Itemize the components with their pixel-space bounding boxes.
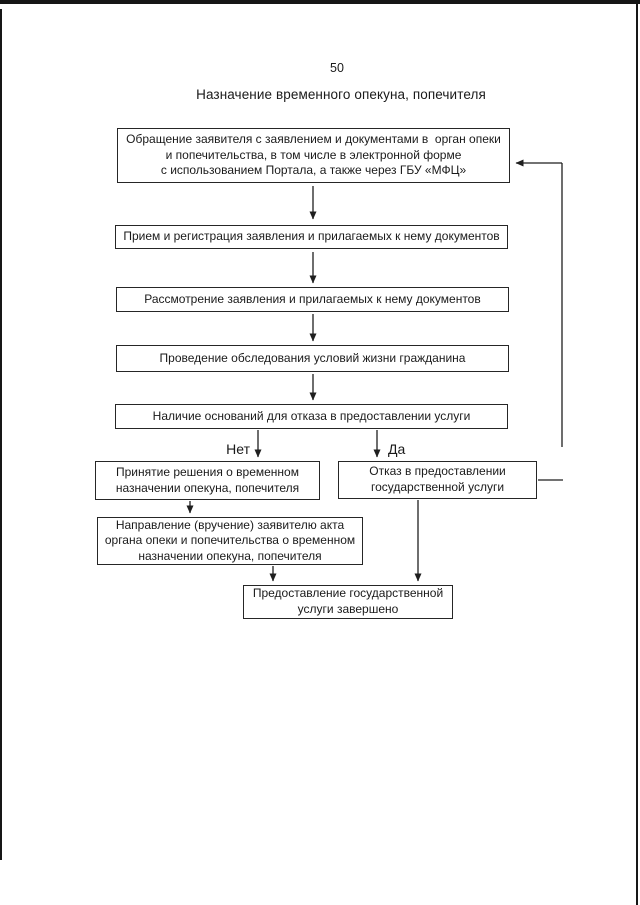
box-text-line: назначении опекуна, попечителя	[115, 480, 300, 495]
box-text-line: Принятие решения о временном	[116, 464, 299, 479]
box-text-line: Отказ в предоставлении	[369, 464, 506, 479]
flow-box-temporary-appointment-decision: Принятие решения о временном назначении …	[95, 461, 320, 500]
box-text-line: Предоставление государственной	[252, 586, 444, 601]
page-scan-border-left	[0, 9, 2, 860]
page-scan-border-right	[636, 0, 638, 905]
box-text-line: Наличие оснований для отказа в предостав…	[152, 408, 471, 423]
box-text-line: с использованием Портала, а также через …	[160, 163, 467, 178]
flow-box-review: Рассмотрение заявления и прилагаемых к н…	[116, 287, 509, 312]
box-text-line: Направление (вручение) заявителю акта	[115, 517, 345, 532]
box-text-line: Рассмотрение заявления и прилагаемых к н…	[144, 291, 481, 306]
flow-box-reception-registration: Прием и регистрация заявления и прилагае…	[115, 225, 508, 249]
flow-box-service-refusal: Отказ в предоставлении государственной у…	[338, 461, 537, 499]
flow-box-application: Обращение заявителя с заявлением и докум…	[117, 128, 510, 183]
flow-box-living-conditions-inspection: Проведение обследования условий жизни гр…	[116, 345, 509, 372]
flow-box-act-delivery: Направление (вручение) заявителю акта ор…	[97, 517, 363, 565]
box-text-line: органа опеки и попечительства о временно…	[104, 533, 356, 548]
page-title: Назначение временного опекуна, попечител…	[196, 87, 486, 102]
box-text-line: назначении опекуна, попечителя	[138, 548, 322, 563]
box-text-line: государственной услуги	[370, 480, 505, 494]
box-text-line: Обращение заявителя с заявлением и докум…	[126, 132, 501, 147]
branch-label-no: Нет	[226, 441, 250, 457]
flow-box-service-completed: Предоставление государственной услуги за…	[243, 585, 453, 619]
page-scan-border-top	[0, 0, 640, 4]
box-text-line: Проведение обследования условий жизни гр…	[159, 350, 466, 365]
page-number: 50	[330, 61, 344, 75]
branch-label-yes: Да	[388, 441, 406, 457]
box-text-line: Прием и регистрация заявления и прилагае…	[123, 229, 500, 244]
flow-box-grounds-for-refusal: Наличие оснований для отказа в предостав…	[115, 404, 508, 429]
box-text-line: и попечительства, в том числе в электрон…	[165, 147, 462, 162]
box-text-line: услуги завершено	[297, 602, 399, 616]
